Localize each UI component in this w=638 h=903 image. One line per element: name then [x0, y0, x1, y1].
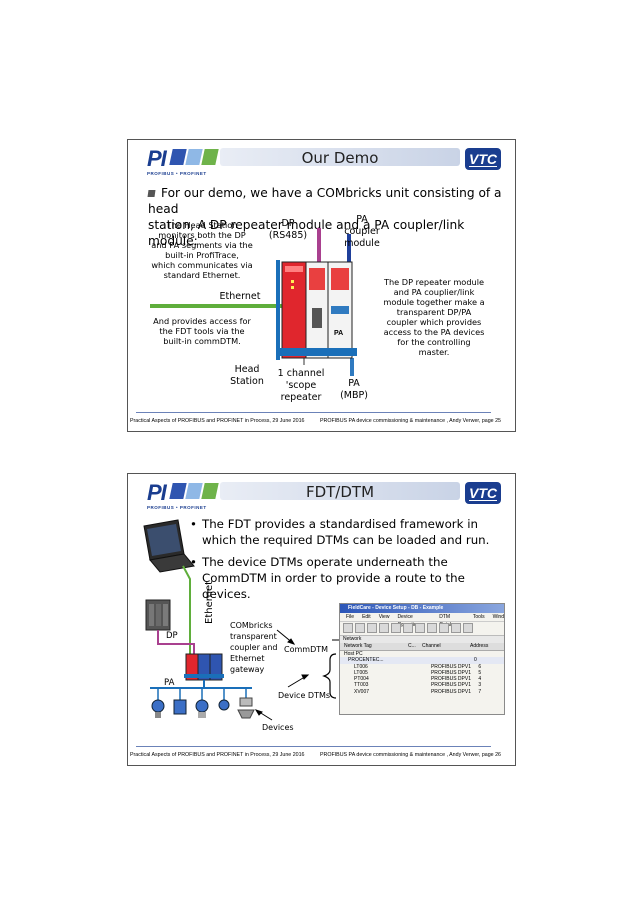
fdt-bullet-1: • The FDT provides a standardised framew…	[190, 517, 490, 547]
intro-line-2: station, A DP repeater module and a PA c…	[148, 218, 465, 248]
toolbar-help-icon[interactable]	[463, 623, 473, 633]
col-c[interactable]: C...	[408, 643, 416, 649]
vtc-logo: VTC	[465, 482, 501, 504]
pi-logo: PI	[147, 480, 219, 505]
toolbar-offline-icon[interactable]	[451, 623, 461, 633]
ethernet-vertical-label: Ethernet	[204, 580, 215, 624]
combricks-gateway-icon	[184, 653, 224, 681]
pi-logo: PI	[147, 146, 219, 171]
menu-file[interactable]: File	[346, 614, 355, 620]
menu-tools[interactable]: Tools	[472, 614, 485, 620]
table-row[interactable]: Host PC	[344, 651, 363, 657]
toolbar-connect-icon[interactable]	[391, 623, 401, 633]
fieldcare-menubar: File Edit View Device Operation DTM Cata…	[340, 613, 504, 628]
device-dtms-brace	[322, 653, 337, 699]
footer-right-text: PROFIBUS PA device commissioning & maint…	[320, 418, 501, 424]
dp-pa-coupler-note: The DP repeater module and PA couplier/l…	[383, 277, 485, 357]
dp-rs485-label: DP (RS485)	[268, 218, 308, 241]
network-panel-label: Network	[340, 636, 504, 643]
combricks-diagram	[150, 228, 357, 376]
table-row[interactable]: LT005 PROFIBUS DPV1 5	[354, 669, 482, 676]
toolbar-save-icon[interactable]	[367, 623, 377, 633]
intro-bullet: For our demo, we have a COMbricks unit c…	[147, 185, 503, 249]
pa-coupler-label: PA coupler module	[344, 214, 380, 249]
ethernet-label: Ethernet	[219, 291, 261, 302]
ethernet-link	[182, 565, 191, 669]
pa-mbp-label: PA (MBP)	[340, 378, 368, 401]
col-network-tag[interactable]: Network Tag	[344, 643, 372, 649]
table-row[interactable]: TT003 PROFIBUS DPV1 3	[354, 682, 482, 689]
fieldcare-titlebar: FieldCare - Device Setup - DB - Example	[340, 604, 504, 613]
module-pa-tag: PA	[334, 330, 344, 337]
title-bar: Our Demo	[220, 148, 460, 167]
head-station-note: The Head Station monitors both the DP an…	[151, 220, 253, 280]
fdt-bullet-2: • The device DTMs operate underneath the…	[190, 555, 465, 601]
toolbar-print-icon[interactable]	[379, 623, 389, 633]
menu-device-operation[interactable]: Device Operation	[397, 614, 419, 628]
field-devices-icon	[151, 688, 255, 719]
head-station-module	[281, 261, 307, 359]
slide-our-demo: PI PROFIBUS • PROFINET Our Demo VTC For …	[127, 139, 516, 432]
slide-title: FDT/DTM	[305, 483, 375, 501]
head-station-label: Head Station	[230, 364, 264, 387]
toolbar-disconnect-icon[interactable]	[403, 623, 413, 633]
col-channel[interactable]: Channel	[422, 643, 441, 649]
pointer-arrows	[254, 629, 310, 721]
combricks-unit	[276, 260, 357, 360]
pi-logo-text: PI	[147, 480, 167, 505]
fdt-diagram	[143, 519, 342, 721]
din-rail	[279, 348, 357, 356]
bullet-dot-icon: •	[190, 517, 197, 531]
pa-label: PA	[164, 678, 175, 688]
fieldcare-window: FieldCare - Device Setup - DB - Example …	[339, 603, 505, 715]
toolbar-download-icon[interactable]	[427, 623, 437, 633]
menu-window[interactable]: Wind	[492, 614, 504, 620]
footer-left-text: Practical Aspects of PROFIBUS and PROFIN…	[130, 752, 305, 758]
dp-label: DP	[166, 631, 178, 641]
toolbar-upload-icon[interactable]	[415, 623, 425, 633]
table-row[interactable]: LT006 PROFIBUS DPV1 6	[354, 663, 482, 670]
bullet-dot-icon: •	[190, 555, 197, 569]
logo-subtitle: PROFIBUS • PROFINET	[147, 505, 207, 510]
intro-line-1: For our demo, we have a COMbricks unit c…	[148, 186, 502, 216]
logo-subtitle: PROFIBUS • PROFINET	[147, 171, 207, 176]
table-row[interactable]: PT004 PROFIBUS DPV1 4	[354, 676, 482, 683]
menu-edit[interactable]: Edit	[362, 614, 371, 620]
footer-divider	[136, 746, 491, 747]
toolbar-open-icon[interactable]	[355, 623, 365, 633]
scope-repeater-label: 1 channel 'scope repeater	[277, 368, 325, 403]
fieldcare-toolbar	[340, 622, 504, 636]
plc-icon	[145, 599, 171, 631]
devices-label: Devices	[262, 723, 294, 732]
toolbar-online-icon[interactable]	[439, 623, 449, 633]
table-row[interactable]: XV007 PROFIBUS DPV1 7	[354, 688, 482, 695]
footer-right-text: PROFIBUS PA device commissioning & maint…	[320, 752, 501, 758]
menu-dtm-catalog[interactable]: DTM Catalog	[439, 614, 456, 628]
toolbar-new-icon[interactable]	[343, 623, 353, 633]
access-note: And provides access for the FDT tools vi…	[153, 316, 251, 346]
laptop-icon	[143, 519, 195, 573]
table-row[interactable]: PROCENTEC... 0	[340, 657, 504, 664]
slide-fdt-dtm: PI PROFIBUS • PROFINET FDT/DTM VTC • The…	[127, 473, 516, 766]
title-bar: FDT/DTM	[220, 482, 460, 501]
pi-logo-text: PI	[147, 146, 167, 171]
footer-left-text: Practical Aspects of PROFIBUS and PROFIN…	[130, 418, 305, 424]
combricks-note: COMbricks transparent coupler and Ethern…	[230, 621, 278, 674]
device-dtms-label: Device DTMs	[278, 691, 331, 700]
vtc-logo: VTC	[465, 148, 501, 170]
slide-title: Our Demo	[301, 149, 379, 167]
col-address[interactable]: Address	[470, 643, 489, 649]
commdtm-label: CommDTM	[284, 645, 329, 654]
dp-link	[157, 630, 195, 656]
network-table-header: Network Tag C... Channel Address	[340, 643, 504, 651]
footer-divider	[136, 412, 491, 413]
menu-view[interactable]: View	[378, 614, 390, 620]
